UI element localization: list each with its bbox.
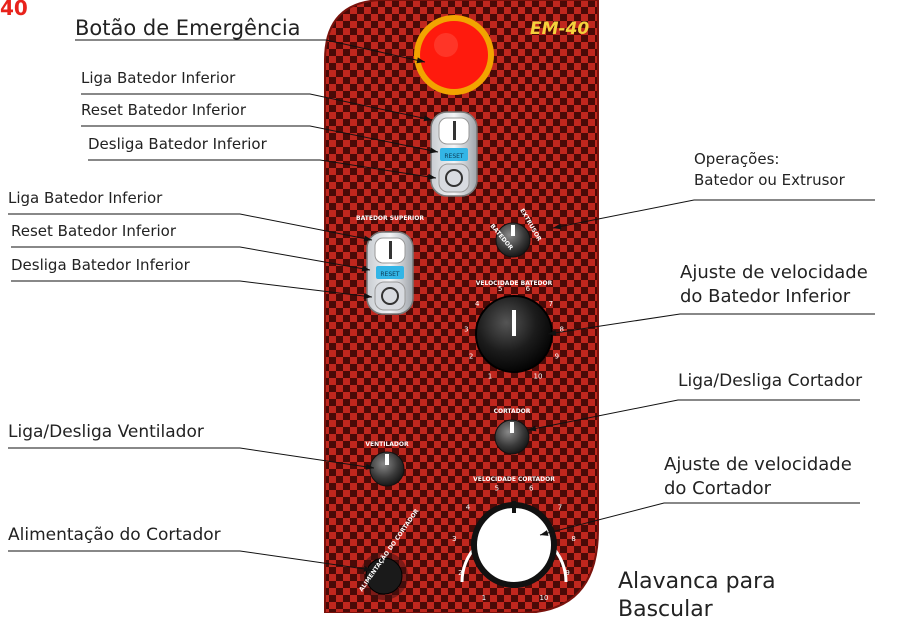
label-ventilador: Liga/Desliga Ventilador [8, 422, 204, 442]
leader-line-5 [552, 199, 875, 229]
dial-ticks: 1 2 3 4 5 6 7 8 9 10 1 2 3 4 5 6 7 8 9 10 [452, 285, 576, 602]
ventilador-text: VENTILADOR [365, 441, 409, 448]
label-ajuste-batedor-1: Ajuste de velocidade [680, 262, 868, 283]
cortador-switch-knob[interactable] [494, 419, 530, 455]
cortador-tick-2: 2 [458, 569, 462, 577]
leader-arrowhead-9 [548, 329, 557, 336]
label-alavanca-1: Alavanca para [618, 569, 776, 594]
batedor-tick-8: 8 [559, 325, 563, 333]
label-alavanca-2: Bascular [618, 597, 713, 622]
leader-arrowhead-10 [528, 425, 537, 432]
label-g2-liga: Liga Batedor Inferior [8, 189, 163, 207]
cortador-speed-knob[interactable] [460, 501, 568, 588]
reset-display-2: RESET [380, 271, 400, 278]
speed-cortador-title: VELOCIDADE CORTADOR [473, 476, 555, 483]
leader-arrowhead-3 [429, 147, 438, 154]
label-ajuste-cortador-1: Ajuste de velocidade [664, 454, 852, 475]
label-cortador: Liga/Desliga Cortador [678, 371, 863, 391]
label-operacoes-1: Operações: [694, 150, 780, 168]
batedor-tick-4: 4 [475, 300, 480, 308]
leader-line-13 [8, 550, 373, 571]
leader-arrowhead-1 [416, 57, 425, 64]
leader-arrowhead-11 [365, 463, 374, 470]
model-badge: EM-40 [530, 19, 589, 39]
leader-arrowhead-13 [363, 565, 372, 572]
corner-tag: 40 [0, 0, 28, 20]
leader-line-2 [81, 93, 433, 121]
cortador-tick-7: 7 [558, 503, 562, 511]
leader-line-10 [527, 399, 860, 431]
leader-arrowhead-12 [540, 530, 549, 536]
speed-batedor-title: VELOCIDADE BATEDOR [476, 280, 553, 287]
leader-line-3 [81, 125, 439, 153]
label-g2-desliga: Desliga Batedor Inferior [11, 256, 190, 274]
leader-line-8 [11, 280, 373, 298]
leader-arrowhead-7 [361, 265, 370, 272]
leader-line-1 [75, 39, 426, 63]
batedor-speed-knob[interactable] [475, 295, 553, 373]
label-ajuste-batedor-2: do Batedor Inferior [680, 286, 851, 307]
ventilador-switch-knob[interactable] [369, 451, 405, 487]
cortador-tick-8: 8 [571, 535, 575, 543]
cortador-tick-5: 5 [495, 485, 499, 493]
cortador-tick-4: 4 [466, 503, 471, 511]
cortador-tick-3: 3 [452, 535, 456, 543]
cortador-tick-6: 6 [529, 485, 534, 493]
reset-display-1: RESET [444, 153, 464, 160]
batedor-tick-1: 1 [488, 373, 492, 381]
leader-arrowhead-5 [553, 223, 562, 230]
label-alimentacao: Alimentação do Cortador [8, 525, 221, 545]
label-emergencia: Botão de Emergência [75, 16, 301, 40]
leader-line-7 [11, 246, 371, 271]
batedor-tick-6: 6 [526, 285, 531, 293]
label-operacoes-2: Batedor ou Extrusor [694, 171, 845, 189]
batedor-tick-5: 5 [498, 285, 502, 293]
leader-arrowhead-4 [427, 173, 436, 180]
batedor-superior-title: BATEDOR SUPERIOR [356, 215, 424, 222]
batedor-tick-2: 2 [469, 353, 473, 361]
alimentacao-cortador-button[interactable] [360, 552, 408, 600]
label-g1-liga: Liga Batedor Inferior [81, 69, 236, 87]
leader-arrowhead-2 [423, 115, 432, 122]
label-g1-reset: Reset Batedor Inferior [81, 101, 247, 119]
leader-line-12 [539, 502, 860, 536]
batedor-inferior-button-block[interactable] [430, 111, 478, 197]
batedor-extrusor-selector[interactable] [495, 222, 531, 258]
leader-arrowhead-6 [363, 235, 372, 242]
emergency-button[interactable] [414, 15, 494, 95]
leader-line-11 [8, 447, 375, 469]
cortador-tick-9: 9 [565, 569, 569, 577]
batedor-tick-9: 9 [555, 353, 559, 361]
leader-line-6 [8, 213, 373, 241]
leader-arrowhead-8 [363, 293, 372, 300]
label-g2-reset: Reset Batedor Inferior [11, 222, 177, 240]
leader-line-4 [88, 159, 437, 179]
cortador-text: CORTADOR [494, 408, 531, 415]
cortador-tick-10: 10 [540, 594, 549, 602]
batedor-tick-7: 7 [549, 300, 553, 308]
leader-lines [8, 39, 875, 572]
leader-line-9 [547, 313, 875, 335]
label-ajuste-cortador-2: do Cortador [664, 478, 772, 499]
batedor-superior-button-block[interactable] [366, 231, 414, 315]
cortador-tick-1: 1 [482, 594, 486, 602]
label-g1-desliga: Desliga Batedor Inferior [88, 135, 267, 153]
batedor-tick-10: 10 [534, 373, 543, 381]
batedor-tick-3: 3 [464, 325, 468, 333]
